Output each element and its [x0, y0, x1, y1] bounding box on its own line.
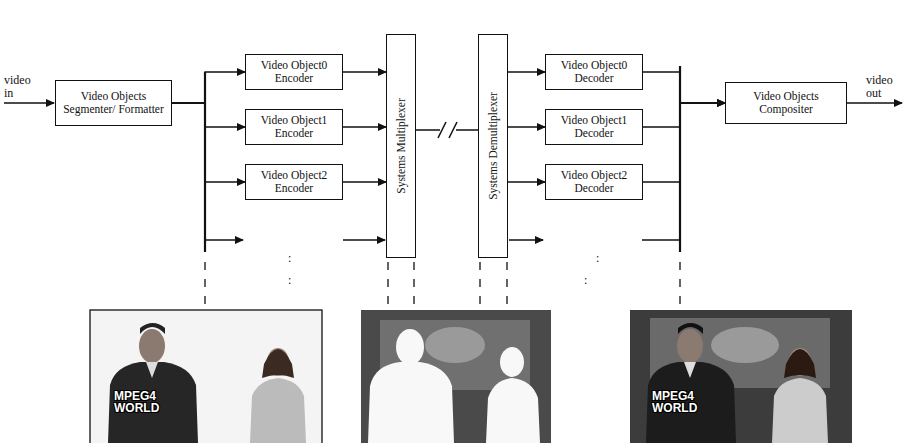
data-flow-arrow — [343, 181, 386, 182]
stub-arrow — [343, 239, 385, 240]
output-frame-picture — [630, 310, 852, 443]
data-flow-arrow — [343, 126, 386, 127]
segmenter-box: Video Objects Segmenter/ Formatter — [55, 80, 172, 126]
decoder-box: Video Object2 Decoder — [545, 164, 643, 200]
ellipsis-mark: : — [596, 252, 604, 265]
picture-caption: MPEG4 WORLD — [114, 390, 174, 414]
box-text: Video Objects Compositer — [730, 90, 842, 116]
box-text: Video Object2 Encoder — [250, 169, 338, 195]
box-text: Video Objects Segmenter/ Formatter — [60, 90, 167, 116]
compositer-box: Video Objects Compositer — [725, 82, 847, 124]
break-mark — [438, 122, 446, 138]
signal-label: video out — [866, 74, 904, 100]
box-text: Systems Demultiplexer — [487, 92, 500, 200]
signal-label: video in — [4, 74, 38, 100]
box-text: Video Object2 Decoder — [550, 169, 638, 195]
box-text: Video Object1 Decoder — [550, 114, 638, 140]
data-flow-arrow — [172, 103, 245, 127]
input-frame-picture — [90, 310, 322, 443]
data-flow-arrow — [508, 181, 545, 182]
data-flow-arrow — [172, 103, 245, 182]
demultiplexer-bar: Systems Demultiplexer — [478, 34, 508, 258]
box-text: Systems Multiplexer — [395, 98, 408, 194]
picture-caption: MPEG4 WORLD — [652, 390, 712, 414]
input-arrow — [4, 102, 54, 103]
ellipsis-mark: : — [288, 274, 296, 287]
ellipsis-mark: : — [288, 252, 296, 265]
encoder-box: Video Object0 Encoder — [245, 54, 343, 90]
stub-arrow — [205, 239, 243, 240]
encoder-box: Video Object1 Encoder — [245, 109, 343, 145]
dashed-leaders — [205, 262, 680, 306]
ellipsis-mark: : — [584, 274, 592, 287]
data-flow-arrow — [643, 72, 725, 103]
decoder-box: Video Object0 Decoder — [545, 54, 643, 90]
encoder-box: Video Object2 Encoder — [245, 164, 343, 200]
multiplexer-bar: Systems Multiplexer — [386, 34, 416, 258]
data-flow-arrow — [508, 126, 545, 127]
box-text: Video Object0 Encoder — [250, 59, 338, 85]
break-mark — [449, 122, 457, 138]
output-arrow — [846, 102, 902, 103]
box-text: Video Object0 Decoder — [550, 59, 638, 85]
data-flow-arrow — [508, 71, 545, 72]
data-flow-arrow — [643, 103, 725, 127]
mask-picture — [361, 310, 551, 443]
data-flow-arrow — [343, 71, 386, 72]
data-flow-arrow — [172, 72, 245, 103]
box-text: Video Object1 Encoder — [250, 114, 338, 140]
output-bus — [679, 66, 681, 252]
stub-arrow — [642, 239, 680, 240]
input-bus — [204, 72, 206, 252]
decoder-box: Video Object1 Decoder — [545, 109, 643, 145]
stub-arrow — [509, 239, 543, 240]
data-flow-arrow — [643, 103, 725, 182]
